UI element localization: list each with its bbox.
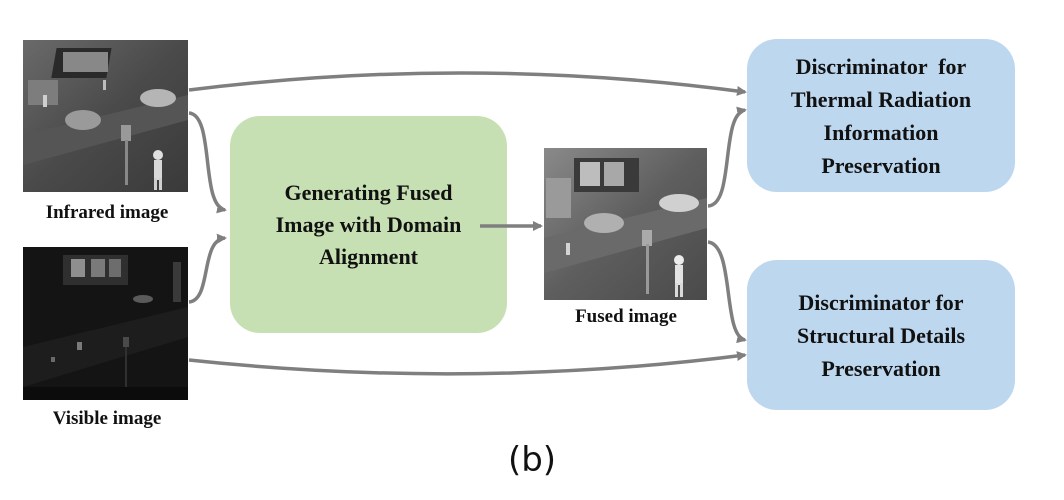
thermal-discriminator-line-4: Preservation: [821, 152, 941, 178]
fused-caption: Fused image: [575, 306, 677, 327]
generator-line-3: Alignment: [319, 243, 418, 269]
structural-discriminator-line-1: Discriminator for: [798, 289, 964, 315]
generator-line-2: Image with Domain: [275, 211, 462, 237]
thermal-discriminator-line-2: Thermal Radiation: [790, 86, 972, 112]
infrared-to-generator-arrow: [188, 111, 227, 214]
visible-to-structural-arrow: [188, 351, 747, 376]
structural-discriminator-line-2: Structural Details: [796, 322, 966, 348]
thermal-discriminator-line-1: Discriminator for: [795, 53, 967, 79]
fused-to-structural-arrow: [707, 240, 747, 344]
generator-line-1: Generating Fused: [284, 179, 453, 205]
figure-label: (b): [507, 440, 557, 480]
structural-discriminator-line-3: Preservation: [821, 355, 941, 381]
visible-image: [23, 247, 188, 400]
structural-discriminator-box: Discriminator for Structural Details Pre…: [747, 260, 1015, 410]
infrared-caption: Infrared image: [45, 202, 169, 223]
fused-to-thermal-arrow: [707, 106, 747, 208]
infrared-to-thermal-arrow: [188, 71, 747, 96]
fused-image: [544, 148, 707, 300]
visible-caption: Visible image: [52, 408, 162, 429]
thermal-discriminator-line-3: Information: [823, 119, 939, 145]
infrared-image: [23, 40, 188, 192]
generator-box: Generating Fused Image with Domain Align…: [230, 116, 507, 333]
visible-to-generator-arrow: [188, 233, 227, 304]
thermal-discriminator-box: Discriminator for Thermal Radiation Info…: [747, 39, 1015, 192]
